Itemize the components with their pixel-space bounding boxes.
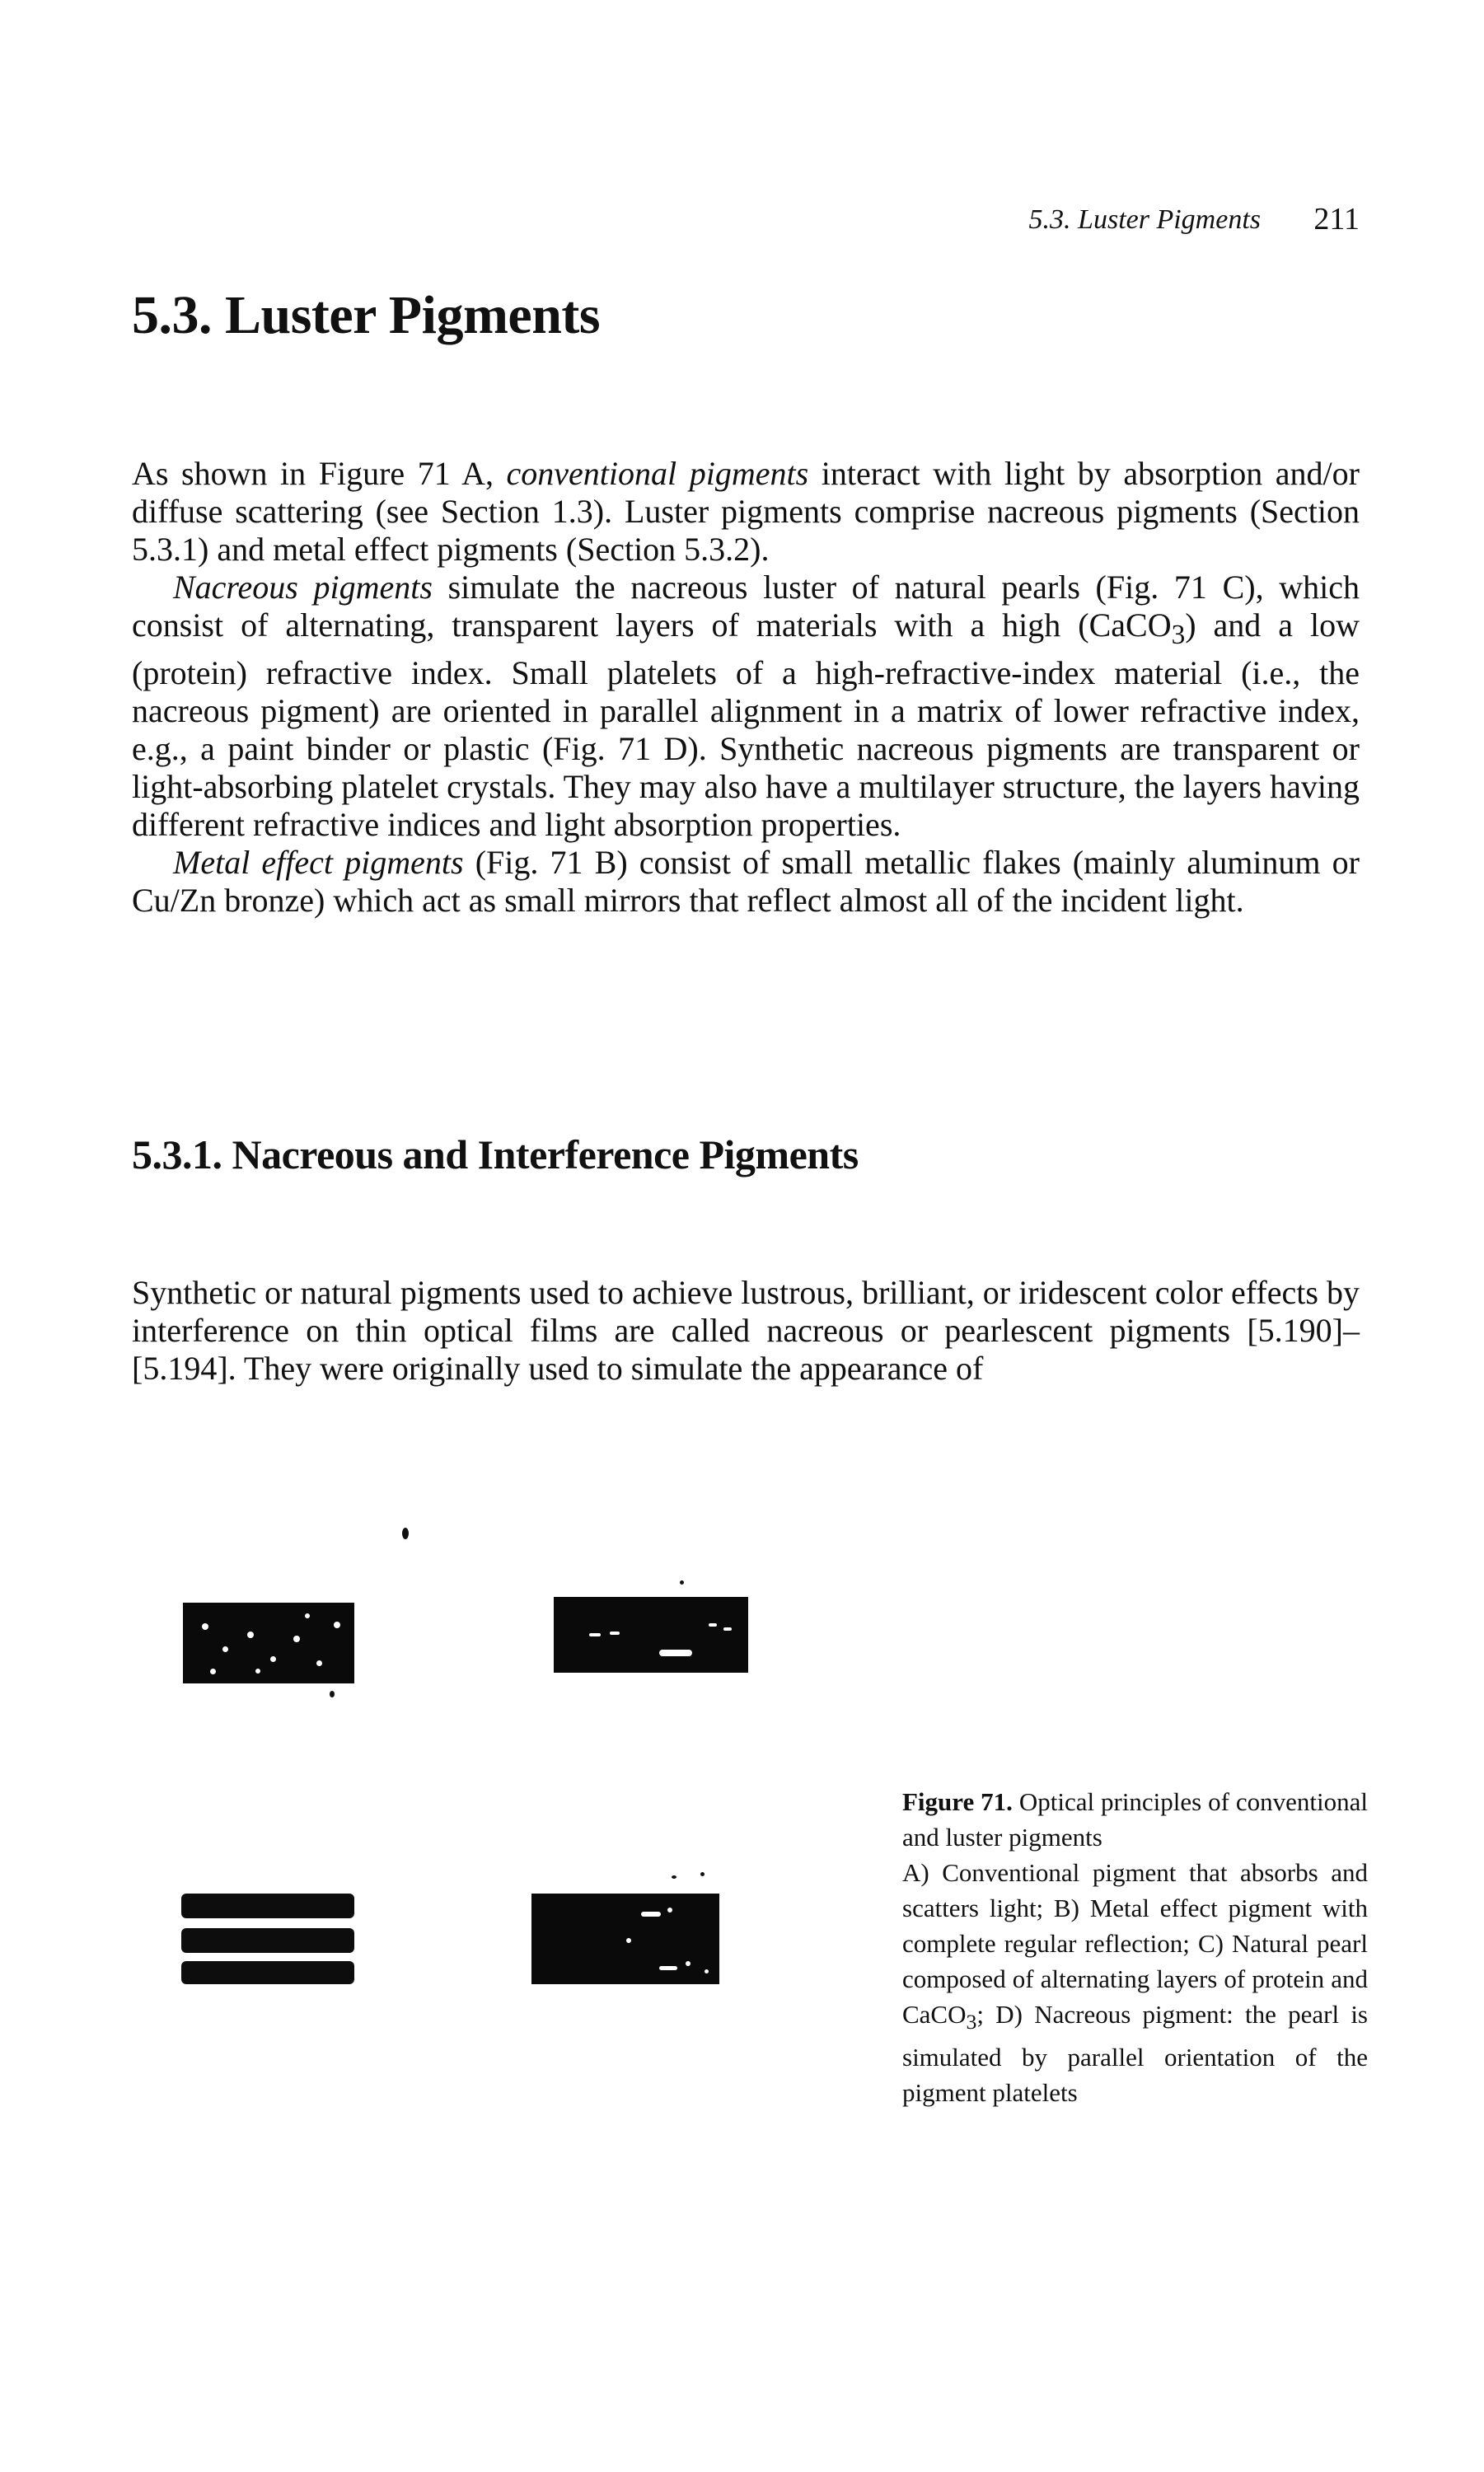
caption-body: A) Conventional pigment that absorbs and… [902, 1858, 1368, 2108]
section-body: As shown in Figure 71 A, conventional pi… [132, 455, 1360, 920]
paragraph-metal-effect: Metal effect pigments (Fig. 71 B) consis… [132, 844, 1360, 919]
running-title: 5.3. Luster Pigments [1028, 204, 1261, 235]
subsection-title: 5.3.1. Nacreous and Interference Pigment… [132, 1131, 859, 1177]
figure-caption: Figure 71. Optical principles of convent… [902, 1784, 1368, 2110]
paragraph-intro: As shown in Figure 71 A, conventional pi… [132, 455, 1360, 568]
section-title: 5.3. Luster Pigments [132, 285, 601, 345]
figure-71 [132, 1500, 1368, 2175]
subsection-body: Synthetic or natural pigments used to ac… [132, 1274, 1360, 1388]
running-head: 5.3. Luster Pigments 211 [923, 201, 1360, 242]
caption-title: Figure 71. Optical principles of convent… [902, 1787, 1368, 1852]
paragraph-nacreous-intro: Synthetic or natural pigments used to ac… [132, 1274, 1360, 1387]
page-number: 211 [1313, 202, 1360, 236]
paragraph-nacreous: Nacreous pigments simulate the nacreous … [132, 569, 1360, 843]
